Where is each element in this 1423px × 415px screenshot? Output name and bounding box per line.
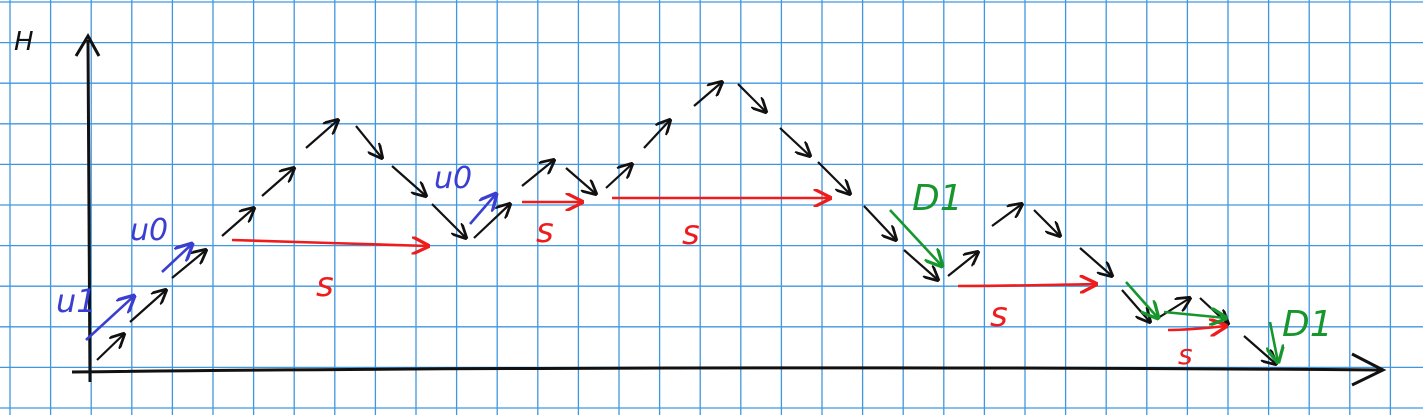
step-arrow xyxy=(779,127,810,156)
step-arrow xyxy=(903,249,938,280)
step-arrow xyxy=(643,120,670,149)
step-arrow xyxy=(261,168,294,197)
step-arrow xyxy=(521,160,554,187)
d1-arrow xyxy=(889,209,942,266)
step-arrow xyxy=(473,204,510,239)
step-arrows xyxy=(96,82,1276,364)
s-label: s xyxy=(682,213,700,253)
step-arrow xyxy=(129,290,166,323)
u1-arrow xyxy=(85,296,134,341)
step-arrow xyxy=(171,250,206,279)
step-arrow xyxy=(391,165,426,196)
step-arrow xyxy=(991,204,1022,227)
step-arrow xyxy=(431,203,466,238)
y-axis xyxy=(86,39,92,383)
axes: H xyxy=(14,27,1387,387)
u1-label: u1 xyxy=(56,282,97,320)
y-axis-arrowhead xyxy=(74,32,101,57)
step-arrow xyxy=(693,82,722,107)
step-arrow xyxy=(1033,209,1060,236)
d1-label: D1 xyxy=(1282,304,1333,345)
d1-arrow xyxy=(1270,321,1278,362)
u0-arrow xyxy=(469,194,496,225)
step-arrow xyxy=(737,83,766,112)
s-arrow xyxy=(231,240,428,246)
step-arrow xyxy=(96,334,124,361)
u0-arrow xyxy=(161,244,192,273)
x-axis-arrowhead xyxy=(1351,352,1387,387)
x-axis xyxy=(71,366,1381,374)
step-arrow xyxy=(305,120,338,149)
u-arrows xyxy=(85,194,496,341)
d-arrows xyxy=(889,209,1278,362)
d1-arrow xyxy=(1125,281,1158,318)
u0-label: u0 xyxy=(434,161,472,196)
s-arrow xyxy=(957,284,1096,286)
s-label: s xyxy=(1178,338,1193,371)
y-axis-label: H xyxy=(14,27,34,57)
step-arrow xyxy=(1079,247,1112,276)
step-arrow xyxy=(565,167,596,194)
d1-label: D1 xyxy=(912,178,963,219)
step-arrow xyxy=(605,164,632,189)
labels: u1 u0 u0 s s s s s D1 D1 xyxy=(56,161,1333,371)
step-arrow xyxy=(221,208,254,237)
u0-label: u0 xyxy=(130,213,168,248)
step-arrow xyxy=(355,125,382,158)
step-arrow xyxy=(817,161,850,194)
d1-arrow xyxy=(1163,312,1226,318)
step-arrow xyxy=(947,252,978,277)
s-label: s xyxy=(536,211,554,251)
step-arrow xyxy=(863,205,896,240)
s-label: s xyxy=(316,265,334,305)
s-label: s xyxy=(990,295,1008,335)
step-arrow xyxy=(1157,298,1190,319)
